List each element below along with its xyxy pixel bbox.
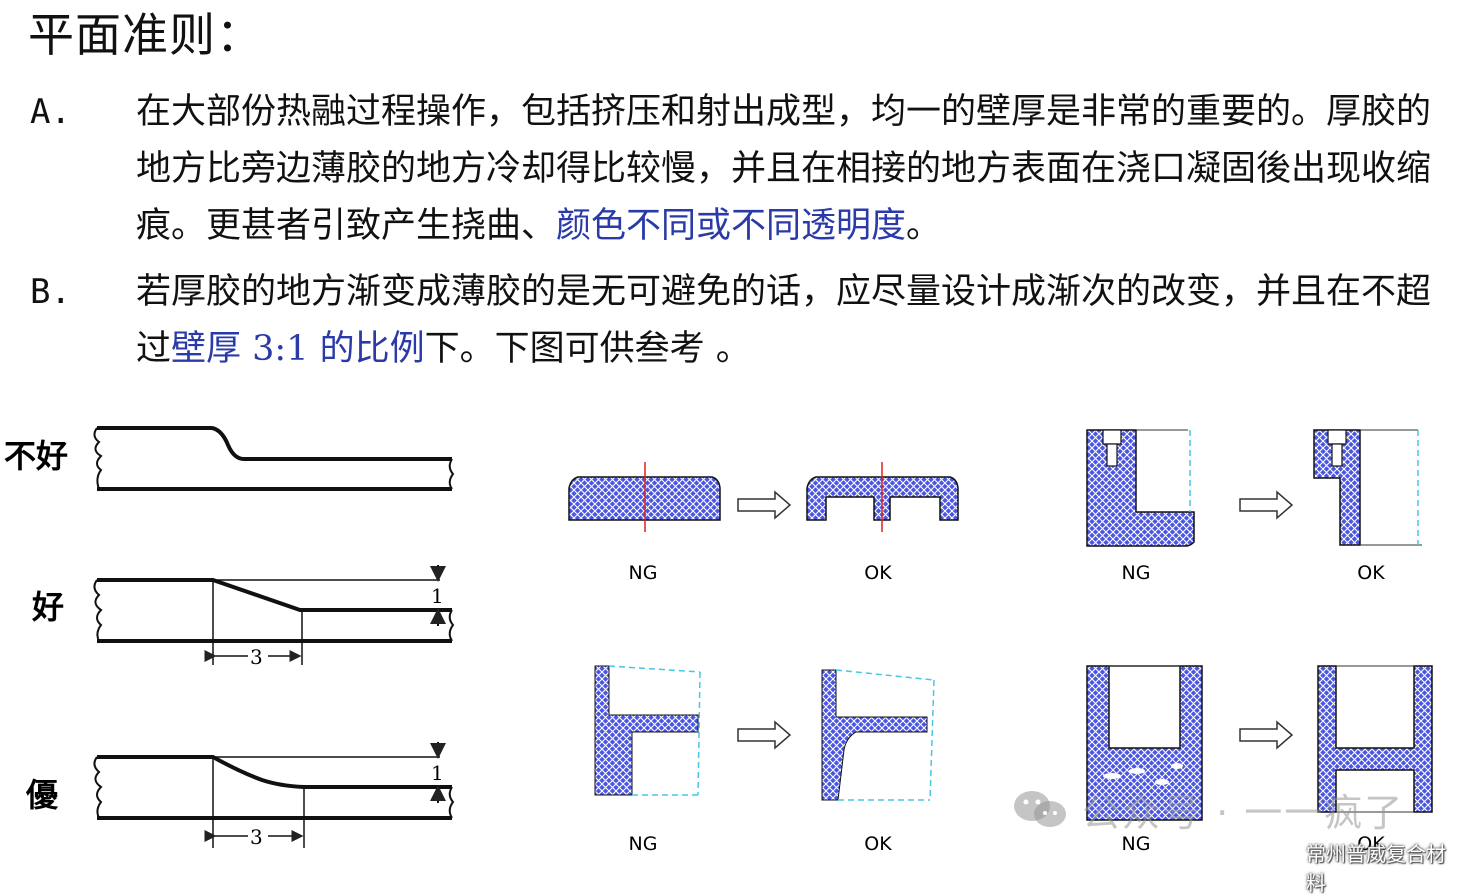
item-b-text-after: 下。下图可供叁考 。 (424, 329, 751, 369)
watermark-company: 常州普威复合材料 (1306, 842, 1446, 895)
h-section-ok-caption: OK (1357, 833, 1385, 855)
h-section-ng-caption: NG (1122, 833, 1151, 855)
wechat-icon (1014, 791, 1066, 827)
item-a-highlight: 颜色不同或不同透明度 (556, 206, 907, 246)
item-a-label: A. (30, 92, 71, 132)
boss-ng-caption: NG (629, 562, 658, 584)
profile-best: 優 3 1 (25, 742, 455, 849)
item-a-text: 在大部份热融过程操作，包括挤压和射出成型，均一的壁厚是非常的重要的。厚胶的地方比… (136, 84, 1456, 255)
profile-good: 好 3 1 (31, 565, 455, 669)
item-a-text-after: 。 (906, 206, 942, 246)
profile-bad-label: 不好 (4, 437, 68, 475)
example-boss: NG OK (568, 462, 959, 584)
example-t-junction: NG OK (594, 665, 935, 855)
t-junction-ok-caption: OK (864, 833, 892, 855)
wall-thickness-figure: 不好 好 3 1 優 3 1 (4, 426, 1433, 855)
good-ratio-short: 1 (431, 584, 444, 608)
t-junction-ng-caption: NG (629, 833, 658, 855)
watermark-account: 公众号 · 一一疯了 (1082, 791, 1405, 835)
best-ratio-short: 1 (431, 761, 444, 785)
profile-best-label: 優 (25, 776, 59, 814)
example-h-section: NG OK (1086, 665, 1433, 855)
profile-good-label: 好 (31, 588, 64, 626)
example-l-wall: NG OK (1086, 429, 1422, 584)
page-title: 平面准则： (28, 8, 263, 62)
l-wall-ok-caption: OK (1357, 562, 1385, 584)
item-b-highlight: 壁厚 3:1 的比例 (171, 329, 425, 369)
boss-ok-caption: OK (864, 562, 892, 584)
item-b-label: B. (30, 272, 71, 312)
item-a-text-before: 在大部份热融过程操作，包括挤压和射出成型，均一的壁厚是非常的重要的。厚胶的地方比… (136, 92, 1432, 246)
item-b-text: 若厚胶的地方渐变成薄胶的是无可避免的话，应尽量设计成渐次的改变，并且在不超过壁厚… (136, 264, 1456, 378)
item-b-text-before: 若厚胶的地方渐变成薄胶的是无可避免的话，应尽量设计成渐次的改变，并且在不超过 (136, 272, 1432, 369)
best-ratio-long: 3 (250, 825, 263, 849)
l-wall-ng-caption: NG (1122, 562, 1151, 584)
profile-bad: 不好 (4, 426, 455, 491)
good-ratio-long: 3 (250, 645, 263, 669)
